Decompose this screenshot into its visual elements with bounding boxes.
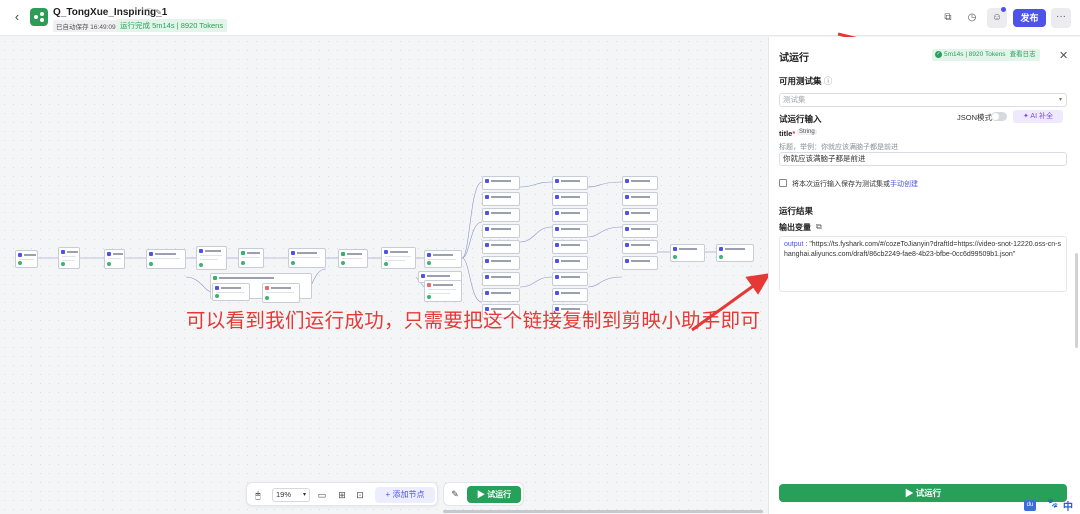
workflow-node[interactable] [552,304,588,318]
workflow-node[interactable] [622,208,658,222]
view-log-link[interactable]: 查看日志 [1009,51,1036,58]
save-test-set-checkbox[interactable] [779,179,787,187]
minimap-icon[interactable]: ⊡ [356,490,364,500]
workflow-node[interactable] [15,250,38,268]
copy-output-icon[interactable]: ⧉ [816,222,822,231]
test-set-select[interactable]: 测试集▾ [779,93,1067,107]
result-section-label: 运行结果 [779,206,814,216]
test-run-button[interactable]: ▶ 试运行 [779,484,1067,502]
field-type-badge: String [797,129,817,135]
workflow-node[interactable] [552,272,588,286]
workflow-node[interactable] [552,240,588,254]
horizontal-scrollbar[interactable] [443,510,763,513]
canvas-toolbar: 🖱 19%▾ ▭ ⊞ ⊡ + 添加节点 [246,482,438,506]
debug-icon[interactable]: ✎ [451,489,459,499]
workflow-node[interactable] [622,192,658,206]
workflow-logo-icon [30,8,48,26]
check-icon: ✓ [935,50,942,58]
grid-icon[interactable]: ⊞ [338,490,346,500]
ime-chinese-indicator[interactable]: 中 [1063,502,1073,513]
workflow-node[interactable] [482,256,520,270]
workflow-end-node[interactable] [716,244,754,262]
workflow-node[interactable] [482,240,520,254]
top-bar: ‹ Q_TongXue_Inspiring_1 ⓘ ✎ 已自动保存 16:49:… [0,0,1080,36]
back-arrow-icon[interactable]: ‹ [14,9,20,24]
workflow-node[interactable] [424,280,462,302]
input-section-label: 试运行输入 [779,114,822,124]
zoom-select[interactable]: 19%▾ [272,488,310,502]
workflow-node[interactable] [482,176,520,190]
edit-icon[interactable]: ⓘ ✎ [145,8,162,17]
workflow-node[interactable] [552,192,588,206]
publish-button[interactable]: 发布 [1013,9,1046,27]
workflow-node[interactable] [146,249,186,269]
test-run-button-small[interactable]: ▶ 试运行 [467,486,521,503]
history-icon[interactable]: ◷ [967,12,977,23]
manual-create-link[interactable]: 手动创建 [890,181,918,188]
workflow-node[interactable] [552,176,588,190]
notification-dot [1001,7,1006,12]
workflow-node[interactable] [622,176,658,190]
workflow-node[interactable] [482,192,520,206]
workflow-node[interactable] [238,248,264,268]
workflow-node[interactable] [622,240,658,254]
workflow-node[interactable] [622,224,658,238]
run-status-badge: 运行完成 5m14s | 8920 Tokens [116,19,228,32]
workflow-node[interactable] [58,247,80,269]
panel-scrollbar[interactable] [1075,253,1078,348]
ai-fill-button[interactable]: ✦ AI 补全 [1013,110,1063,123]
baidu-icon[interactable]: du [1024,500,1036,511]
copy-icon[interactable]: ⧉ [944,12,952,23]
title-input[interactable]: 你就应该满脑子都是前进 [779,152,1067,166]
field-title-label: title* [779,129,796,138]
workflow-canvas[interactable] [0,37,768,514]
annotation-text: 可以看到我们运行成功，只需要把这个链接复制到剪映小助手即可 [186,310,761,332]
workflow-node[interactable] [552,208,588,222]
more-icon[interactable]: ··· [1051,8,1071,28]
workflow-node[interactable] [482,304,520,318]
workflow-node[interactable] [670,244,705,262]
pointer-icon[interactable]: 🖱 [255,490,261,500]
panel-title: 试运行 [779,53,809,64]
workflow-node[interactable] [482,272,520,286]
close-icon[interactable]: ✕ [1059,50,1069,62]
project-title: Q_TongXue_Inspiring_1 [53,7,168,18]
workflow-node[interactable] [552,256,588,270]
workflow-node[interactable] [552,224,588,238]
workflow-node[interactable] [482,224,520,238]
field-hint: 标题，举例：你就应该满脑子都是前进 [779,144,898,151]
workflow-node[interactable] [424,250,462,268]
output-value-box[interactable]: output : "https://ts.fyshark.com/#/cozeT… [779,236,1067,292]
workflow-node[interactable] [262,283,300,303]
workflow-node[interactable] [104,249,125,269]
comment-icon[interactable]: ▭ [317,490,327,500]
test-set-label: 可用测试集 ⓘ [779,76,833,86]
collaborators-icon[interactable]: ☺ [987,8,1007,28]
paw-icon[interactable]: 🐾 [1047,498,1059,508]
workflow-node[interactable] [338,249,368,268]
add-node-button[interactable]: + 添加节点 [375,487,435,503]
run-toolbar: ✎ ▶ 试运行 [443,482,524,506]
json-mode-toggle[interactable] [991,112,1007,121]
workflow-node[interactable] [196,246,227,270]
workflow-node[interactable] [212,283,250,301]
output-variable-label: 输出变量 [779,223,811,232]
json-mode-label: JSON模式 [957,113,993,122]
workflow-node[interactable] [381,247,416,269]
workflow-node[interactable] [482,208,520,222]
workflow-node[interactable] [622,256,658,270]
workflow-node[interactable] [552,288,588,302]
workflow-node[interactable] [288,248,326,268]
save-test-set-label: 将本次运行输入保存为测试集或手动创建 [792,181,918,188]
workflow-node[interactable] [482,288,520,302]
autosave-status: 已自动保存 16:49:09 [53,20,119,32]
